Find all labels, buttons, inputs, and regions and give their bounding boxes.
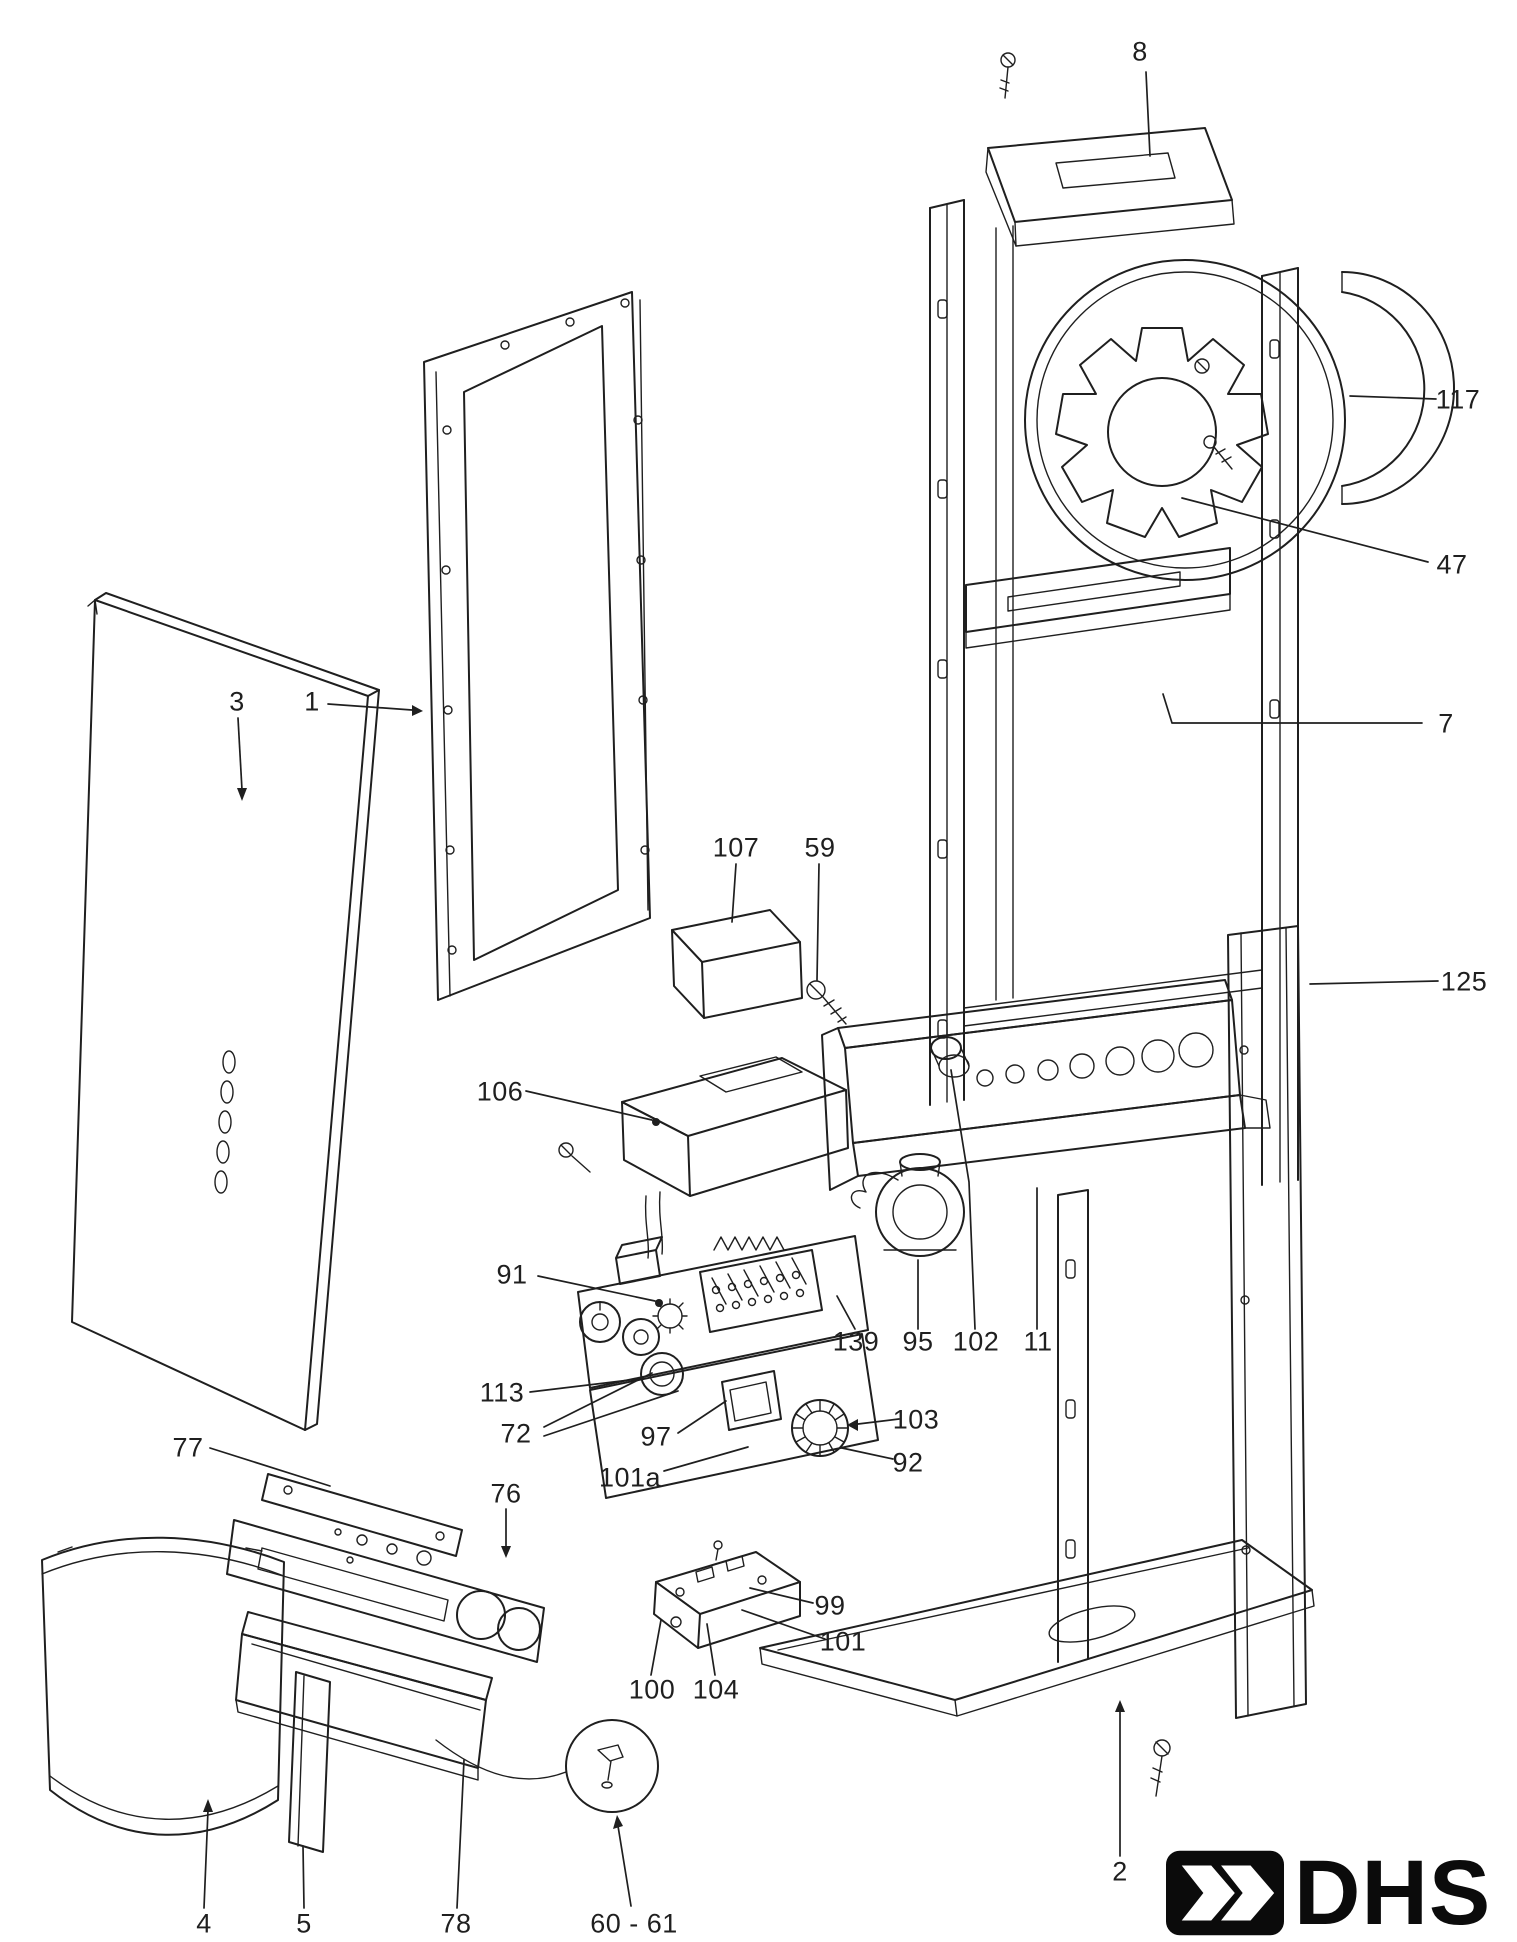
callout-label-3: 3 (229, 686, 245, 717)
callout-label-113: 113 (479, 1377, 525, 1408)
control-fascia-part-92 (589, 1333, 879, 1499)
callout-label-95: 95 (902, 1326, 934, 1357)
callout-label-91: 91 (496, 1259, 528, 1290)
fan-assembly (1024, 259, 1346, 581)
callout-label-107: 107 (712, 832, 760, 863)
callout-label-47: 47 (1436, 549, 1468, 580)
dhs-logo-text: DHS (1294, 1841, 1492, 1942)
outer-door-part-4 (41, 1536, 285, 1836)
callout-label-7: 7 (1438, 708, 1454, 739)
callout-label-1: 1 (304, 686, 320, 717)
callout-label-102: 102 (952, 1326, 1000, 1357)
trim-bracket-part-77 (261, 1473, 463, 1557)
callout-label-103: 103 (892, 1404, 940, 1435)
transformer-box-part-107 (671, 909, 803, 1019)
callout-label-101: 101 (819, 1626, 867, 1657)
pressure-switch-part-95 (850, 1153, 965, 1257)
callout-label-97: 97 (640, 1421, 672, 1452)
callout-label-8: 8 (1132, 36, 1148, 67)
burner-tray (821, 979, 1271, 1191)
callout-label-77: 77 (172, 1432, 204, 1463)
mounting-frame-part-1 (423, 291, 651, 1001)
callout-label-72: 72 (500, 1418, 532, 1449)
callout-label-11: 11 (1023, 1326, 1053, 1357)
front-panel-part-3 (71, 592, 380, 1431)
callout-label-101a: 101a (598, 1462, 662, 1493)
fan-ring-part-117 (1341, 271, 1455, 505)
callout-label-104: 104 (692, 1674, 740, 1705)
inner-door-part-78 (235, 1611, 493, 1781)
callout-label-92: 92 (892, 1447, 924, 1478)
control-cover-part-106 (558, 1056, 849, 1259)
callout-label-78: 78 (440, 1908, 472, 1939)
base-pan-part-2 (759, 1539, 1315, 1797)
callout-label-60-61: 60 - 61 (590, 1908, 678, 1939)
clip-detail-parts-60-61 (435, 1719, 659, 1813)
callout-label-100: 100 (628, 1674, 676, 1705)
control-board-part-91 (577, 1235, 869, 1389)
callout-label-139: 139 (832, 1326, 880, 1357)
door-strip-part-5 (288, 1671, 331, 1853)
leader-lines (203, 71, 1439, 1909)
dhs-logo: DHS (1166, 1841, 1492, 1942)
callout-label-59: 59 (804, 832, 836, 863)
chassis-frame (929, 52, 1299, 1663)
callout-label-2: 2 (1112, 1856, 1128, 1887)
callout-label-125: 125 (1440, 966, 1488, 997)
dhs-arrows-icon (1166, 1850, 1284, 1936)
callout-label-76: 76 (490, 1478, 522, 1509)
callout-label-106: 106 (476, 1076, 524, 1107)
side-panel-part-125 (1227, 925, 1307, 1719)
callout-label-5: 5 (296, 1908, 312, 1939)
callout-label-117: 117 (1435, 384, 1481, 415)
callout-label-99: 99 (814, 1590, 846, 1621)
screw-part-59 (806, 980, 847, 1025)
fascia-panel-part-76 (226, 1519, 545, 1663)
callout-label-4: 4 (196, 1908, 212, 1939)
mounting-tray-parts-99-104 (653, 1540, 801, 1649)
